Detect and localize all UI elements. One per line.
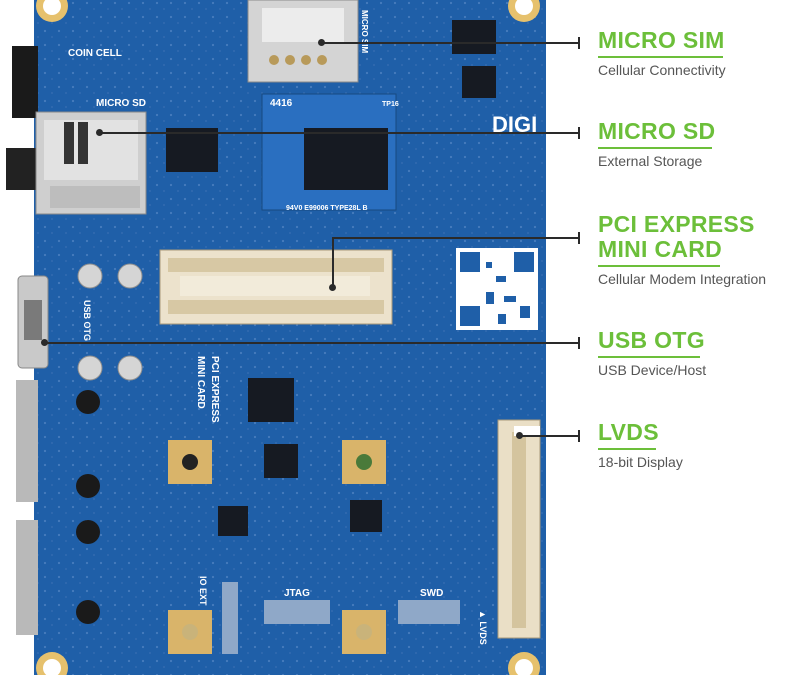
callout-line-pci-express-vertical: [332, 237, 334, 287]
title-line: MINI CARD: [598, 236, 723, 262]
title-line: USB OTG: [598, 327, 705, 353]
silk-jtag: JTAG: [284, 588, 310, 599]
silk-micro-sd: MICRO SD: [96, 98, 146, 109]
callout-title: LVDS: [598, 420, 683, 445]
lvds-connector: [497, 419, 541, 639]
pci-express-connector: [159, 249, 393, 325]
callout-tick-usb-otg: [578, 337, 580, 349]
callout-dot-usb-otg: [41, 339, 48, 346]
callout-micro-sim: MICRO SIM Cellular Connectivity: [598, 28, 726, 78]
title-line: MICRO SD: [598, 118, 716, 144]
callout-line-micro-sim: [322, 42, 578, 44]
callout-description: External Storage: [598, 153, 703, 169]
micro-sim-socket: [247, 0, 359, 83]
callout-underline: [598, 147, 712, 149]
callout-title: MICRO SD: [598, 119, 715, 144]
callout-title: USB OTG: [598, 328, 706, 353]
mounting-holes: [36, 0, 540, 675]
pcb-board-image: COIN CELL MICRO SD MICRO SIM 4416 TP16 9…: [6, 0, 546, 675]
title-line: PCI EXPRESS: [598, 211, 755, 237]
silk-swd: SWD: [420, 588, 443, 599]
silk-tp16: TP16: [382, 101, 399, 108]
callout-tick-pci-express: [578, 232, 580, 244]
callout-line-pci-express: [332, 237, 578, 239]
callout-tick-lvds: [578, 430, 580, 442]
processor-chip: [304, 128, 388, 190]
pin-headers: [222, 582, 460, 654]
ethernet-jack: [16, 380, 38, 502]
silk-pci-express-2: MINI CARD: [195, 356, 206, 409]
callout-underline: [598, 56, 723, 58]
silk-pcb-mark: 94V0 E99006 TYPE28L B: [286, 205, 368, 212]
callout-underline: [598, 265, 720, 267]
micro-sd-socket: [35, 111, 147, 215]
callout-line-lvds: [520, 435, 578, 437]
standoffs: [77, 263, 143, 381]
silk-usb-otg: USB OTG: [82, 300, 92, 341]
coin-cell-holder: [12, 46, 38, 118]
callout-dot-lvds: [516, 432, 523, 439]
callout-line-usb-otg: [45, 342, 578, 344]
callout-description: USB Device/Host: [598, 362, 707, 378]
silk-coin-cell: COIN CELL: [68, 48, 122, 59]
callout-description: Cellular Modem Integration: [598, 271, 767, 287]
silk-micro-sim: MICRO SIM: [360, 10, 369, 53]
callout-tick-micro-sd: [578, 127, 580, 139]
qr-code: [456, 248, 538, 330]
callout-description: 18-bit Display: [598, 454, 683, 470]
callout-title: MICRO SIM: [598, 28, 726, 53]
silk-pci-express-1: PCI EXPRESS: [209, 356, 220, 423]
callout-description: Cellular Connectivity: [598, 62, 726, 78]
callout-dot-pci-express: [329, 284, 336, 291]
capacitors: [76, 390, 100, 624]
silk-io-ext: IO EXT: [198, 576, 208, 606]
title-line: LVDS: [598, 419, 659, 445]
usb-host-jack: [16, 520, 38, 635]
memory-chip: [166, 128, 218, 172]
title-line: MICRO SIM: [598, 27, 725, 53]
callout-usb-otg: USB OTG USB Device/Host: [598, 328, 706, 378]
callout-dot-micro-sd: [96, 129, 103, 136]
callout-tick-micro-sim: [578, 37, 580, 49]
callout-micro-sd: MICRO SD External Storage: [598, 119, 715, 169]
test-pads: [168, 440, 386, 654]
callout-underline: [598, 448, 656, 450]
callout-dot-micro-sim: [318, 39, 325, 46]
audio-jack: [6, 148, 36, 190]
silk-chip-code: 4416: [270, 98, 293, 109]
callout-pci-express: PCI EXPRESS MINI CARD Cellular Modem Int…: [598, 212, 766, 287]
callout-title: PCI EXPRESS MINI CARD: [598, 212, 766, 262]
callout-lvds: LVDS 18-bit Display: [598, 420, 683, 470]
callout-line-micro-sd: [100, 132, 578, 134]
silk-lvds: ▲ LVDS: [478, 610, 488, 645]
callout-underline: [598, 356, 700, 358]
